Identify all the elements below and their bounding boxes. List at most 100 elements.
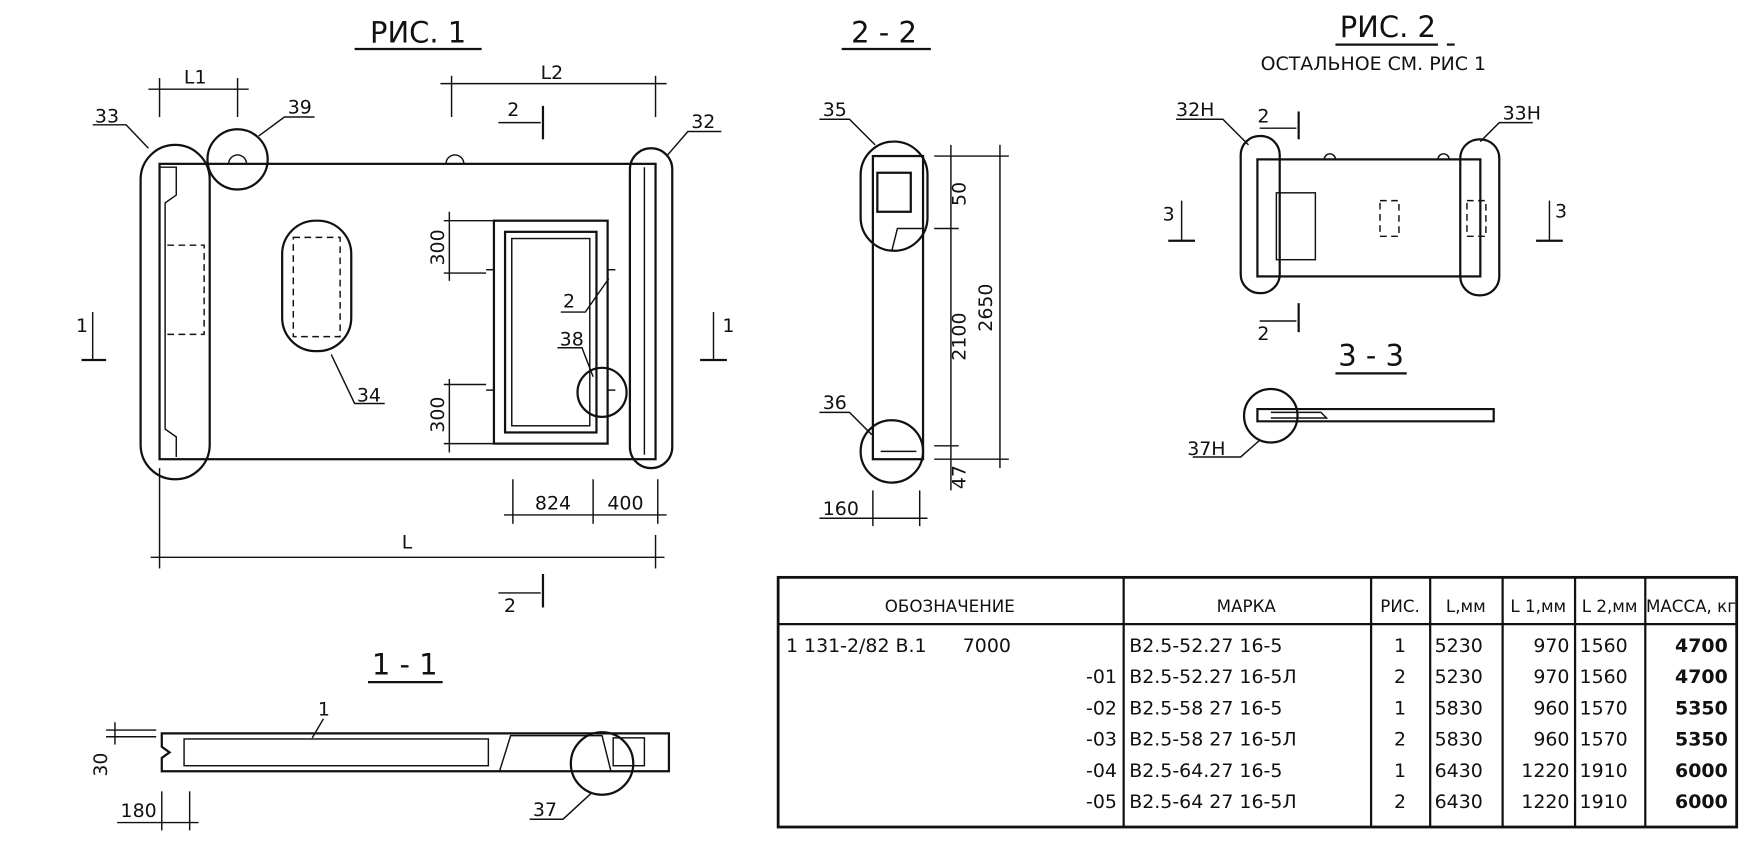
dim-2100: 2100 (948, 313, 970, 361)
cell-suffix: -03 (1086, 729, 1117, 751)
figure-1: РИС. 1 L1 L2 2 300 3 (76, 15, 735, 617)
cell-l: 6430 (1435, 791, 1483, 813)
specification-table: ОБОЗНАЧЕНИЕ МАРКА РИС. L,мм L 1,мм L 2,м… (776, 575, 1739, 829)
cell-l: 5830 (1435, 729, 1483, 751)
cell-mark: В2.5-64.27 16-5 (1129, 760, 1282, 782)
callout-2: 2 (563, 291, 575, 313)
callout-37h: 37Н (1187, 438, 1225, 460)
figure-2-title: РИС. 2 (1340, 10, 1436, 44)
cell-l2: 1910 (1580, 791, 1628, 813)
cell-mark: В2.5-64 27 16-5Л (1129, 791, 1296, 813)
header-figure: РИС. (1380, 596, 1420, 616)
dim-300-top: 300 (427, 229, 449, 265)
dim-160: 160 (823, 498, 859, 520)
cell-mass: 6000 (1675, 760, 1728, 782)
section-1-1-title: 1 - 1 (372, 647, 438, 681)
cell-suffix: -05 (1086, 791, 1117, 813)
cell-mass: 6000 (1675, 791, 1728, 813)
callout-33h: 33Н (1503, 102, 1541, 124)
cell-l: 6430 (1435, 760, 1483, 782)
figure-2: РИС. 2 ОСТАЛЬНОЕ СМ. РИС 1 32Н 33Н 2 2 3… (1163, 10, 1567, 345)
fig2-section-mark-2-bottom: 2 (1257, 323, 1269, 345)
dim-30: 30 (90, 753, 112, 777)
section-3-3: 3 - 3 37Н (1187, 339, 1495, 460)
cell-l2: 1570 (1580, 697, 1628, 719)
dim-47: 47 (948, 465, 970, 489)
cell-l2: 1570 (1580, 729, 1628, 751)
callout-38: 38 (560, 329, 584, 351)
header-l: L,мм (1446, 596, 1486, 616)
cell-fig: 1 (1394, 760, 1406, 782)
callout-32: 32 (691, 111, 715, 133)
cell-l1: 1220 (1521, 760, 1569, 782)
dim-l1: L1 (184, 67, 207, 89)
dim-l2: L2 (541, 62, 564, 84)
cell-mass: 5350 (1675, 729, 1728, 751)
cell-l1: 970 (1533, 635, 1569, 657)
table-row: -01 В2.5-52.27 16-5Л 2 5230 970 1560 4700 (1086, 666, 1728, 688)
callout-35: 35 (823, 99, 847, 121)
table-row: -03 В2.5-58 27 16-5Л 2 5830 960 1570 5350 (1086, 729, 1728, 751)
header-l2: L 2,мм (1582, 596, 1638, 616)
callout-36: 36 (823, 392, 847, 414)
cell-fig: 1 (1394, 697, 1406, 719)
callout-37: 37 (533, 799, 557, 821)
dim-180: 180 (121, 800, 157, 822)
cell-fig: 2 (1394, 729, 1406, 751)
table-row: -05 В2.5-64 27 16-5Л 2 6430 1220 1910 6000 (1086, 791, 1728, 813)
cell-mark: В2.5-52.27 16-5 (1129, 635, 1282, 657)
table-row: -02 В2.5-58 27 16-5 1 5830 960 1570 5350 (1086, 697, 1728, 719)
cell-designation: 1 131-2/82 В.1 7000 (786, 635, 1011, 657)
cell-mass: 4700 (1675, 635, 1728, 657)
cell-l1: 960 (1533, 729, 1569, 751)
cell-l1: 960 (1533, 697, 1569, 719)
cell-mark: В2.5-58 27 16-5 (1129, 697, 1282, 719)
callout-39: 39 (288, 97, 312, 119)
cell-suffix: -01 (1086, 666, 1117, 688)
dim-2650: 2650 (975, 284, 997, 332)
cell-fig: 2 (1394, 791, 1406, 813)
cell-mass: 5350 (1675, 697, 1728, 719)
cell-mass: 4700 (1675, 666, 1728, 688)
figure-1-title: РИС. 1 (370, 15, 466, 49)
section-mark-2-top: 2 (507, 99, 519, 121)
section-mark-1-right: 1 (722, 315, 734, 337)
cell-suffix: -02 (1086, 697, 1117, 719)
cell-suffix: -04 (1086, 760, 1117, 782)
section-1-1: 1 - 1 1 37 30 180 (90, 647, 671, 831)
dim-824: 824 (535, 492, 571, 514)
cell-l2: 1910 (1580, 760, 1628, 782)
section-2-2-title: 2 - 2 (851, 15, 917, 49)
cell-mark: В2.5-52.27 16-5Л (1129, 666, 1296, 688)
callout-1: 1 (318, 699, 330, 721)
dim-50: 50 (948, 182, 970, 206)
section-mark-1-left: 1 (76, 315, 88, 337)
section-mark-2-bottom: 2 (504, 595, 516, 617)
cell-l: 5830 (1435, 697, 1483, 719)
cell-fig: 1 (1394, 635, 1406, 657)
section-2-2: 2 - 2 35 36 50 2100 2650 47 160 (819, 15, 1009, 527)
dim-400: 400 (607, 492, 643, 514)
cell-l: 5230 (1435, 666, 1483, 688)
header-l1: L 1,мм (1510, 596, 1566, 616)
cell-mark: В2.5-58 27 16-5Л (1129, 729, 1296, 751)
section-3-3-title: 3 - 3 (1338, 339, 1404, 373)
figure-2-subtitle: ОСТАЛЬНОЕ СМ. РИС 1 (1261, 53, 1487, 75)
header-mass: МАССА, кг (1646, 596, 1736, 616)
cell-l1: 1220 (1521, 791, 1569, 813)
header-mark: МАРКА (1217, 596, 1277, 616)
cell-l2: 1560 (1580, 666, 1628, 688)
table-row: -04 В2.5-64.27 16-5 1 6430 1220 1910 6000 (1086, 760, 1728, 782)
callout-34: 34 (357, 384, 381, 406)
dim-300-bottom: 300 (427, 397, 449, 433)
fig2-section-mark-2-top: 2 (1257, 106, 1269, 128)
fig2-section-mark-3-left: 3 (1163, 204, 1175, 226)
cell-fig: 2 (1394, 666, 1406, 688)
cell-l2: 1560 (1580, 635, 1628, 657)
callout-33: 33 (95, 106, 119, 128)
fig2-section-mark-3-right: 3 (1555, 200, 1567, 222)
cell-l1: 970 (1533, 666, 1569, 688)
dim-l: L (402, 531, 413, 553)
